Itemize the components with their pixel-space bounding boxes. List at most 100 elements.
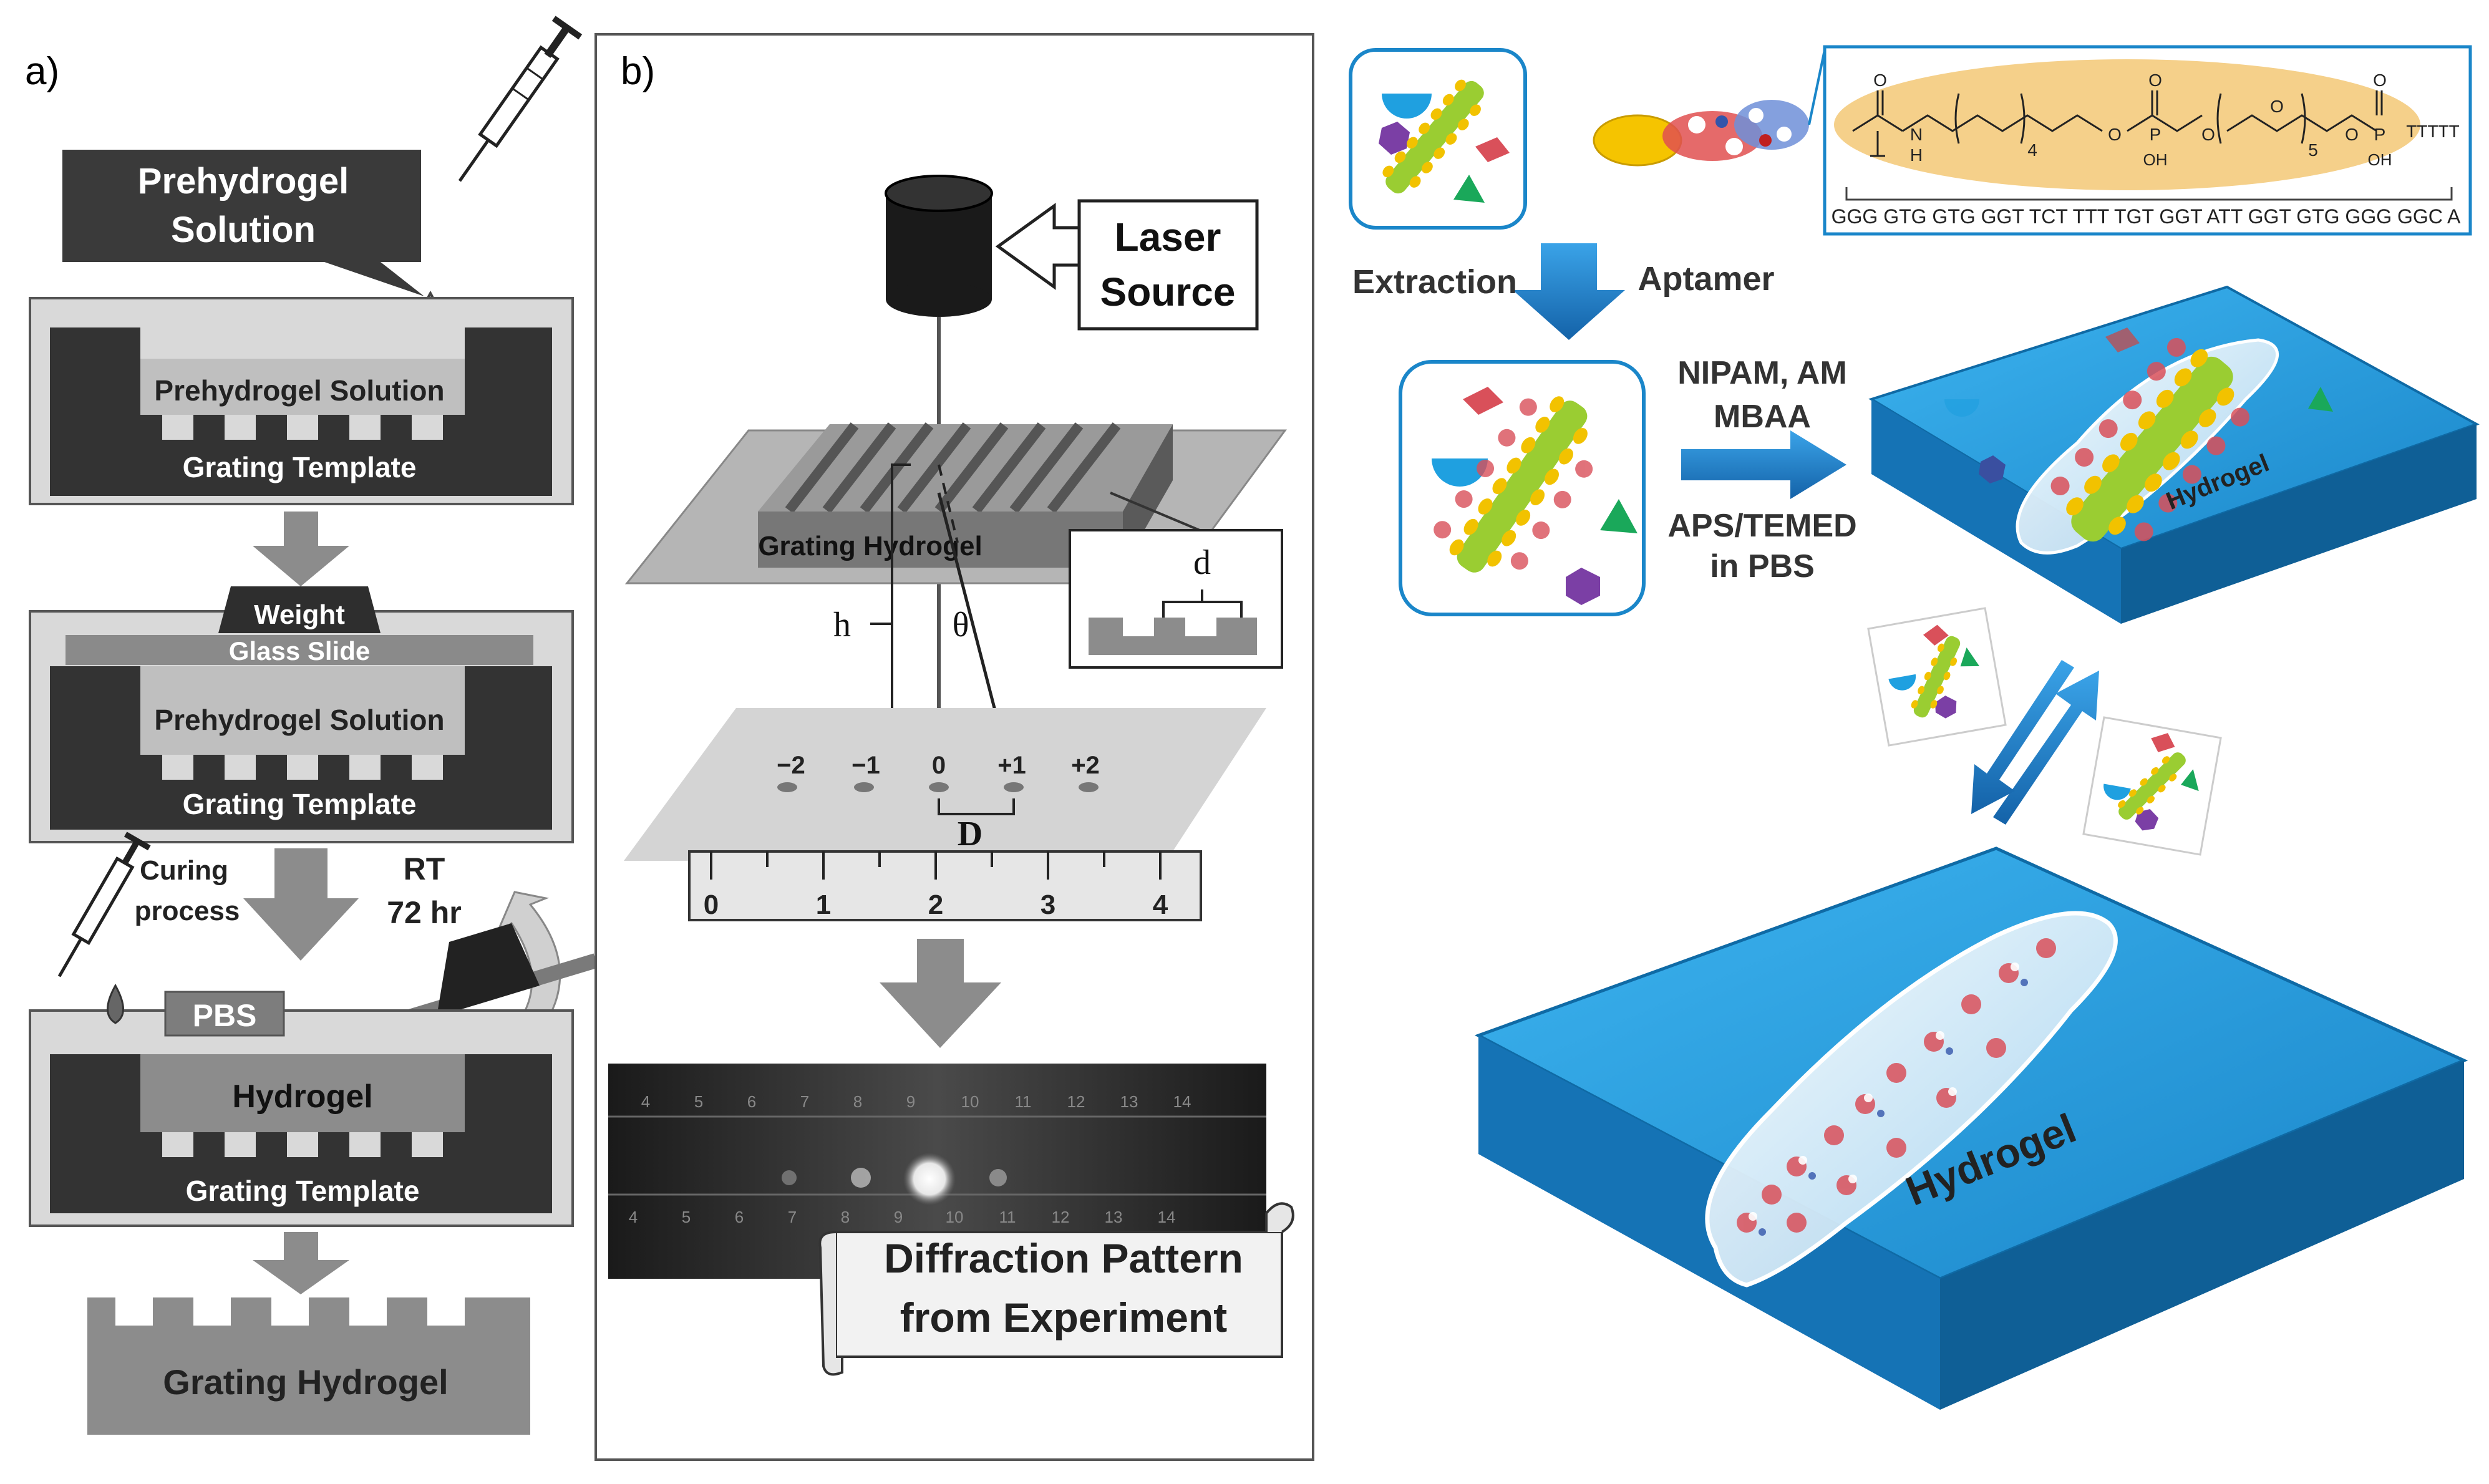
svg-text:9: 9 bbox=[906, 1092, 915, 1111]
theta-dashed-line bbox=[938, 464, 959, 543]
svg-text:11: 11 bbox=[999, 1208, 1016, 1226]
callout-line2: Solution bbox=[171, 210, 316, 250]
panel-c: O N H 4 O P O OH O O 5 O P O OH TTTTT GG… bbox=[1349, 45, 2480, 1410]
aptamer-sequence: GGG GTG GTG GGT TCT TTT TGT GGT ATT GGT … bbox=[1832, 205, 2461, 228]
glass-slide bbox=[66, 635, 533, 665]
ruler-tick-2: 2 bbox=[928, 890, 943, 920]
chem-o-3: O bbox=[2148, 70, 2162, 90]
chem-o-1: O bbox=[1873, 70, 1887, 90]
step2-template-label: Grating Template bbox=[183, 788, 417, 820]
d-bracket bbox=[1162, 589, 1243, 618]
svg-text:5: 5 bbox=[694, 1092, 703, 1111]
theta-label: θ bbox=[953, 606, 969, 644]
chem-o-2: O bbox=[2108, 125, 2122, 144]
svg-text:4: 4 bbox=[629, 1208, 638, 1226]
svg-text:13: 13 bbox=[1120, 1092, 1138, 1111]
step3-template bbox=[50, 1054, 552, 1213]
laser-label-line1: Laser bbox=[1115, 215, 1221, 259]
scroll-line2: from Experiment bbox=[900, 1294, 1227, 1341]
syringe-icon-2 bbox=[57, 832, 151, 977]
chem-oh-1: OH bbox=[2143, 150, 2168, 169]
hydrogel-pool-bottom bbox=[1474, 846, 2468, 1410]
D-bracket bbox=[938, 798, 1015, 815]
svg-text:4: 4 bbox=[641, 1092, 650, 1111]
aptamer-strand bbox=[1662, 100, 1809, 161]
reagent-nipam: NIPAM, AM bbox=[1677, 355, 1847, 391]
chem-n: N bbox=[1910, 125, 1923, 144]
hexagon-purple-icon-2 bbox=[1566, 568, 1600, 605]
chem-highlight bbox=[1834, 59, 2420, 190]
spot-p1 bbox=[1004, 782, 1024, 792]
reagent-pbs: in PBS bbox=[1710, 548, 1815, 584]
chem-4: 4 bbox=[2027, 140, 2037, 160]
diamond-red-icon bbox=[1475, 137, 1510, 162]
chem-o-6: O bbox=[2345, 125, 2359, 144]
scroll-line1: Diffraction Pattern bbox=[884, 1235, 1243, 1281]
order-label-m1: −1 bbox=[852, 752, 880, 779]
order-label-p2: +2 bbox=[1071, 752, 1100, 779]
ruler-tick-4: 4 bbox=[1153, 890, 1168, 920]
svg-text:8: 8 bbox=[841, 1208, 850, 1226]
curing-label-line2: process bbox=[135, 896, 240, 926]
chem-structure bbox=[1852, 90, 2383, 157]
down-arrow-a2 bbox=[243, 848, 359, 961]
h-label: h bbox=[833, 606, 851, 644]
step3-template-label: Grating Template bbox=[186, 1175, 420, 1207]
photo-spot-m1 bbox=[851, 1168, 871, 1188]
D-label: D bbox=[958, 815, 982, 853]
chem-p-1: P bbox=[2150, 125, 2162, 144]
svg-text:12: 12 bbox=[1067, 1092, 1085, 1111]
grating-hydrogel-label: Grating Hydrogel bbox=[758, 531, 982, 561]
hydrogel-pool-top bbox=[1868, 285, 2480, 624]
svg-text:14: 14 bbox=[1158, 1208, 1176, 1226]
sequence-bracket bbox=[1845, 187, 2453, 201]
syringe-icon bbox=[458, 16, 583, 182]
panel-a-label: a) bbox=[25, 50, 59, 93]
down-arrow-b bbox=[880, 939, 1001, 1048]
spot-0 bbox=[929, 782, 949, 792]
step2-solution-fill bbox=[140, 666, 465, 755]
zoom-profile bbox=[1089, 618, 1257, 655]
uptake-arrow bbox=[1993, 671, 2099, 825]
panel-a: a) Prehydrogel Solution Prehydrogel Solu… bbox=[25, 16, 598, 1435]
step1-solution-fill bbox=[140, 359, 465, 415]
svg-text:6: 6 bbox=[735, 1208, 744, 1226]
spot-p2 bbox=[1079, 782, 1099, 792]
scroll-curl-left bbox=[818, 1231, 843, 1376]
photo-spot-center bbox=[903, 1153, 956, 1205]
photo-spot-p1 bbox=[989, 1169, 1007, 1186]
step1-template-label: Grating Template bbox=[183, 451, 417, 483]
prehydrogel-callout bbox=[62, 150, 424, 296]
fiber-icon-raw bbox=[1382, 79, 1484, 194]
step2-solution-label: Prehydrogel Solution bbox=[154, 704, 444, 736]
spot-m1 bbox=[854, 782, 874, 792]
diamond-red-icon-2 bbox=[1463, 387, 1503, 415]
chem-p-2: P bbox=[2374, 125, 2386, 144]
pbs-label: PBS bbox=[193, 998, 257, 1033]
reagent-mbaa: MBAA bbox=[1714, 399, 1811, 435]
weight-block bbox=[218, 586, 381, 633]
ruler-tick-3: 3 bbox=[1041, 890, 1055, 920]
chem-o-7: O bbox=[2373, 70, 2387, 90]
reagent-aps: APS/TEMED bbox=[1667, 508, 1856, 544]
final-grating-hydrogel bbox=[87, 1297, 530, 1435]
callout-line1: Prehydrogel bbox=[138, 161, 349, 201]
svg-text:11: 11 bbox=[1015, 1092, 1032, 1111]
ruler-tick-1: 1 bbox=[816, 890, 831, 920]
aptamer-link-line bbox=[1808, 49, 1826, 125]
panel-b-label: b) bbox=[621, 50, 655, 93]
ruler-tick-0: 0 bbox=[704, 890, 719, 920]
chem-5: 5 bbox=[2308, 140, 2318, 160]
step3-hydrogel-fill bbox=[140, 1054, 465, 1132]
laser-label-box bbox=[1077, 199, 1259, 331]
panel-b: b) Laser Source Grating Hydrogel bbox=[594, 33, 1314, 1461]
step1-template bbox=[50, 327, 552, 496]
pbs-box bbox=[164, 991, 285, 1037]
svg-text:14: 14 bbox=[1173, 1092, 1191, 1111]
scroll-curl-right bbox=[1265, 1202, 1294, 1233]
hexagon-purple-icon bbox=[1379, 122, 1410, 155]
photo-spot-m2 bbox=[782, 1170, 797, 1185]
svg-text:5: 5 bbox=[682, 1208, 691, 1226]
extraction-label: Extraction bbox=[1352, 263, 1517, 301]
